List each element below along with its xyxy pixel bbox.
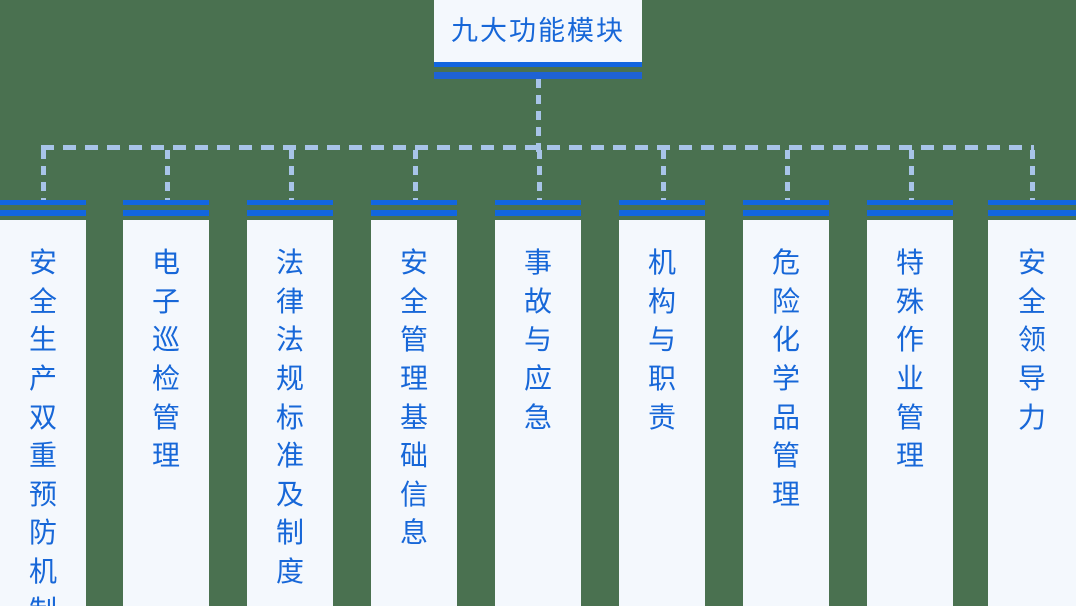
card-accent-bar-bottom — [123, 210, 209, 216]
module-card-label: 法律法规标准及制度 — [275, 246, 304, 588]
connector-branch-9 — [1030, 150, 1035, 202]
card-body: 安全管理基础信息 — [371, 220, 457, 606]
module-card-3[interactable]: 法律法规标准及制度 — [247, 200, 333, 606]
module-card-label: 特殊作业管理 — [895, 246, 924, 473]
module-card-label: 安全生产双重预防机制 — [28, 246, 57, 606]
card-accent-bar-top — [371, 200, 457, 205]
card-accent-bar-top — [247, 200, 333, 205]
card-accent-bar-bottom — [867, 210, 953, 216]
card-body: 安全生产双重预防机制 — [0, 220, 86, 606]
card-body: 安全领导力 — [988, 220, 1076, 606]
module-card-label: 电子巡检管理 — [151, 246, 180, 473]
module-card-label: 危险化学品管理 — [771, 246, 800, 511]
card-body: 危险化学品管理 — [743, 220, 829, 606]
module-card-7[interactable]: 危险化学品管理 — [743, 200, 829, 606]
card-body: 机构与职责 — [619, 220, 705, 606]
card-accent-bar-top — [495, 200, 581, 205]
card-accent-bar-bottom — [0, 210, 86, 216]
card-accent-bar-bottom — [247, 210, 333, 216]
connector-branch-1 — [41, 150, 46, 202]
root-accent-bar-bottom — [434, 72, 642, 79]
connector-horizontal-bus — [41, 145, 1034, 150]
module-card-label: 安全领导力 — [1017, 246, 1046, 434]
card-body: 事故与应急 — [495, 220, 581, 606]
card-accent-bar-top — [0, 200, 86, 205]
card-body: 特殊作业管理 — [867, 220, 953, 606]
module-card-9[interactable]: 安全领导力 — [988, 200, 1076, 606]
module-card-6[interactable]: 机构与职责 — [619, 200, 705, 606]
connector-branch-8 — [909, 150, 914, 202]
module-card-2[interactable]: 电子巡检管理 — [123, 200, 209, 606]
card-accent-bar-bottom — [988, 210, 1076, 216]
card-body: 电子巡检管理 — [123, 220, 209, 606]
module-card-label: 机构与职责 — [647, 246, 676, 434]
module-card-label: 事故与应急 — [523, 246, 552, 434]
card-accent-bar-top — [619, 200, 705, 205]
module-card-4[interactable]: 安全管理基础信息 — [371, 200, 457, 606]
card-accent-bar-bottom — [495, 210, 581, 216]
card-body: 法律法规标准及制度 — [247, 220, 333, 606]
card-accent-bar-bottom — [371, 210, 457, 216]
card-accent-bar-bottom — [743, 210, 829, 216]
card-accent-bar-top — [123, 200, 209, 205]
connector-branch-7 — [785, 150, 790, 202]
card-accent-bar-bottom — [619, 210, 705, 216]
module-card-8[interactable]: 特殊作业管理 — [867, 200, 953, 606]
connector-branch-4 — [413, 150, 418, 202]
card-accent-bar-top — [743, 200, 829, 205]
connector-trunk-vertical — [536, 79, 541, 155]
root-accent-bar-top — [434, 62, 642, 67]
root-node-label: 九大功能模块 — [451, 15, 625, 47]
connector-branch-3 — [289, 150, 294, 202]
module-card-5[interactable]: 事故与应急 — [495, 200, 581, 606]
card-accent-bar-top — [867, 200, 953, 205]
connector-branch-2 — [165, 150, 170, 202]
card-accent-bar-top — [988, 200, 1076, 205]
root-node[interactable]: 九大功能模块 — [434, 0, 642, 62]
connector-branch-5 — [537, 150, 542, 202]
module-card-label: 安全管理基础信息 — [399, 246, 428, 550]
connector-branch-6 — [661, 150, 666, 202]
module-card-1[interactable]: 安全生产双重预防机制 — [0, 200, 86, 606]
